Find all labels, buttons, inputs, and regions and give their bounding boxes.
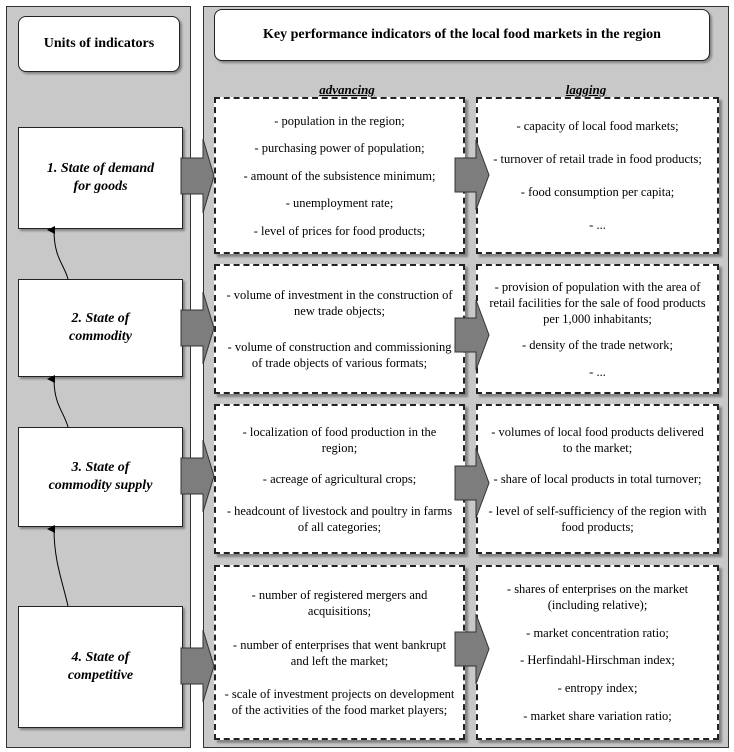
arrow-right-icon xyxy=(180,291,215,365)
advancing-box-demand: - population in the region; - purchasing… xyxy=(214,97,465,254)
arrow-right-icon xyxy=(454,613,490,685)
unit-box-supply: 3. State of commodity supply xyxy=(18,427,183,527)
arrow-right-icon xyxy=(180,629,215,703)
indicator-item: - market concentration ratio; xyxy=(526,625,669,640)
indicator-item: - market share variation ratio; xyxy=(523,709,672,724)
advancing-box-competitive: - number of registered mergers and acqui… xyxy=(214,565,465,740)
indicator-item: - volumes of local food products deliver… xyxy=(491,424,704,455)
indicator-item: - number of registered mergers and acqui… xyxy=(251,587,428,618)
indicator-item: - level of self-sufficiency of the regio… xyxy=(488,503,707,534)
advancing-label: advancing xyxy=(319,82,375,97)
indicator-item: - acreage of agricultural crops; xyxy=(262,472,417,486)
lagging-box-competitive: - shares of enterprises on the market (i… xyxy=(476,565,719,740)
kpi-header: Key performance indicators of the local … xyxy=(214,9,710,61)
arrow-right-icon xyxy=(454,139,490,211)
connector-curve xyxy=(47,225,69,280)
indicator-item: - food consumption per capita; xyxy=(520,185,675,199)
unit-label-line: 1. State of demand xyxy=(46,161,155,176)
connector-curve xyxy=(47,524,69,607)
unit-label-line: 2. State of xyxy=(71,311,130,326)
lagging-box-supply: - volumes of local food products deliver… xyxy=(476,404,719,554)
unit-label-line: for goods xyxy=(73,179,128,194)
indicator-item: - density of the trade network; xyxy=(522,338,673,352)
advancing-box-supply: - localization of food production in the… xyxy=(214,404,465,554)
units-header: Units of indicators xyxy=(18,16,180,72)
indicator-item: - Herfindahl-Hirschman index; xyxy=(520,653,675,668)
indicator-item: - ... xyxy=(589,364,606,379)
indicator-item: - volume of construction and commissioni… xyxy=(227,339,452,370)
indicator-item: - localization of food production in the… xyxy=(242,424,437,455)
indicator-item: - shares of enterprises on the market (i… xyxy=(506,581,689,612)
unit-label-line: competitive xyxy=(67,668,134,683)
indicator-item: - turnover of retail trade in food produ… xyxy=(493,152,702,166)
indicator-item: - purchasing power of population; xyxy=(254,141,425,155)
lagging-box-commodity: - provision of population with the area … xyxy=(476,264,719,394)
lagging-label: lagging xyxy=(565,82,607,97)
arrow-right-icon xyxy=(454,447,490,519)
indicator-item: - volume of investment in the constructi… xyxy=(226,288,453,319)
indicator-item: - unemployment rate; xyxy=(285,196,394,210)
indicator-item: - ... xyxy=(589,218,606,232)
indicator-item: - population in the region; xyxy=(274,113,405,128)
unit-label-line: commodity supply xyxy=(48,478,153,493)
unit-box-commodity: 2. State of commodity xyxy=(18,279,183,377)
indicator-item: - amount of the subsistence minimum; xyxy=(243,168,436,183)
advancing-box-commodity: - volume of investment in the constructi… xyxy=(214,264,465,394)
arrow-right-icon xyxy=(454,299,490,371)
unit-box-demand: 1. State of demand for goods xyxy=(18,127,183,229)
indicator-item: - scale of investment projects on develo… xyxy=(224,687,455,718)
arrow-right-icon xyxy=(180,138,215,214)
arrow-right-icon xyxy=(180,439,215,513)
indicator-item: - headcount of livestock and poultry in … xyxy=(226,503,453,534)
indicator-item: - number of enterprises that went bankru… xyxy=(232,637,447,668)
indicator-item: - share of local products in total turno… xyxy=(493,472,702,486)
indicator-item: - level of prices for food products; xyxy=(253,223,426,238)
connector-curve xyxy=(47,374,69,428)
indicator-item: - entropy index; xyxy=(557,681,638,696)
indicator-item: - provision of population with the area … xyxy=(489,279,706,326)
unit-label-line: commodity xyxy=(69,329,132,344)
unit-label-line: 4. State of xyxy=(71,650,130,665)
indicator-item: - capacity of local food markets; xyxy=(516,119,679,133)
unit-label-line: 3. State of xyxy=(71,460,130,475)
